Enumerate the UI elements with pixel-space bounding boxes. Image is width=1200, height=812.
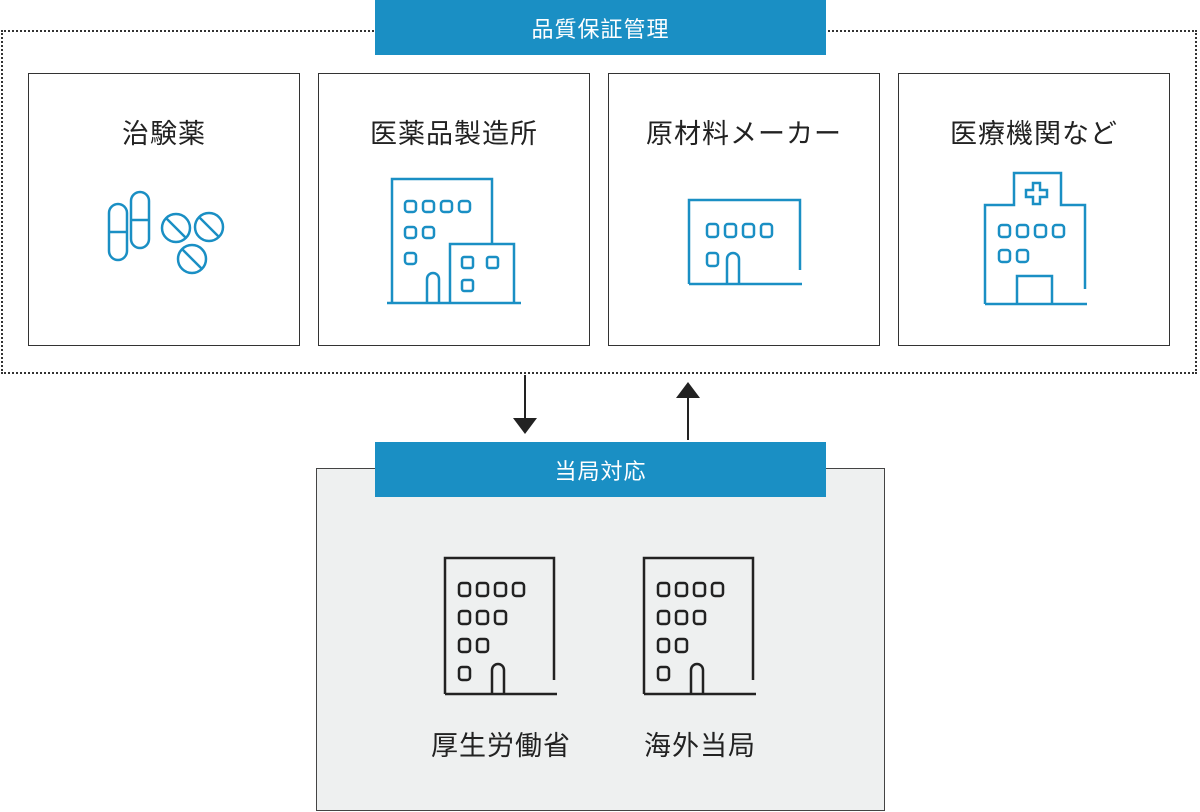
office-building-icon (687, 198, 802, 286)
card-raw-material-maker: 原材料メーカー (608, 73, 880, 346)
hospital-icon (983, 171, 1087, 306)
government-building-icon (443, 556, 557, 696)
government-building-icon (642, 556, 756, 696)
factory-building-icon (387, 177, 521, 305)
authority-title: 当局対応 (375, 442, 826, 497)
card-drug-manufacturing-site: 医薬品製造所 (318, 73, 590, 346)
arrow-down-icon (513, 418, 537, 434)
card-label: 原材料メーカー (646, 119, 842, 150)
government-buildings-icons (443, 556, 756, 696)
quality-assurance-title: 品質保証管理 (375, 0, 826, 55)
card-label: 医療機関など (950, 119, 1118, 150)
card-investigational-drug: 治験薬 (28, 73, 300, 346)
authority-label-mhlw: 厚生労働省 (431, 731, 571, 762)
arrow-up-icon (676, 382, 700, 398)
card-label: 医薬品製造所 (370, 119, 538, 150)
card-label: 治験薬 (122, 119, 206, 150)
authority-box: 厚生労働省 海外当局 (316, 468, 885, 811)
card-medical-institutions: 医療機関など (898, 73, 1170, 346)
authority-label-overseas: 海外当局 (644, 731, 756, 762)
pills-icon (107, 190, 225, 275)
